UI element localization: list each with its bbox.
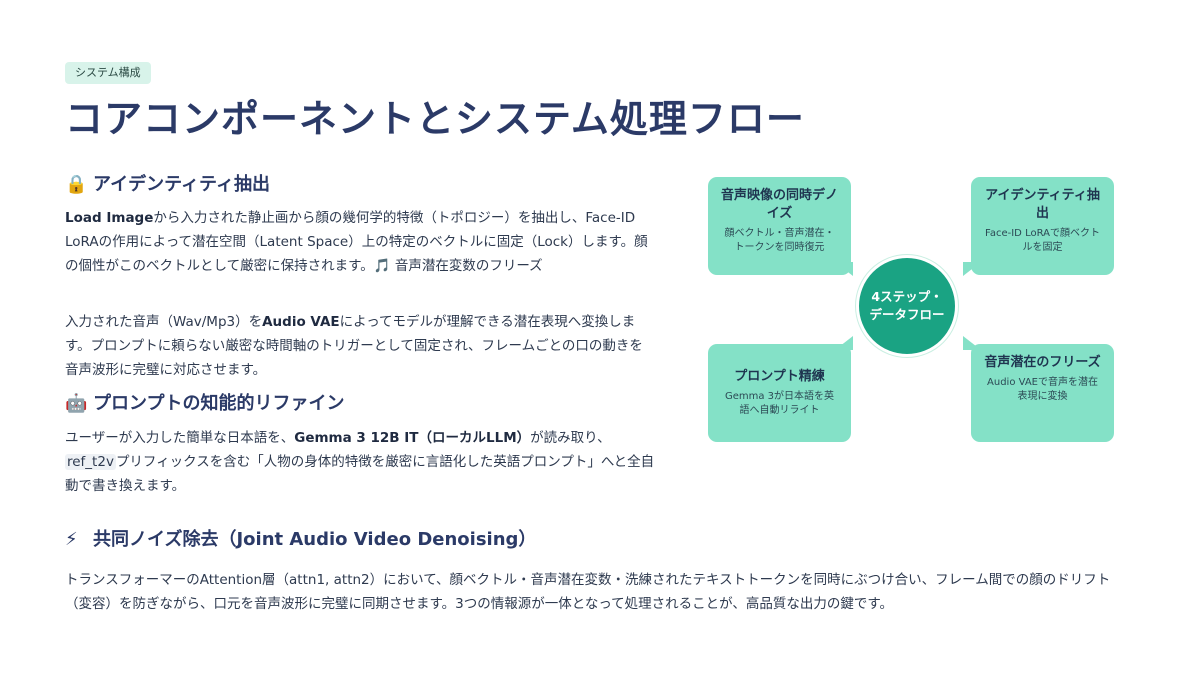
identity-heading-text: アイデンティティ抽出 — [93, 174, 270, 195]
prompt-text-3: プリフィックスを含む「人物の身体的特徴を厳密に言語化した英語プロンプト」へと全自… — [65, 454, 655, 494]
denoise-heading-text: 共同ノイズ除去（Joint Audio Video Denoising） — [93, 529, 537, 550]
node-identity-desc: Face-ID LoRAで顔ベクトルを固定 — [985, 228, 1100, 253]
node-prompt: プロンプト精練 Gemma 3が日本語を英語へ自動リライト — [708, 344, 851, 442]
prompt-paragraph: ユーザーが入力した簡単な日本語を、Gemma 3 12B IT（ローカルLLM）… — [65, 426, 655, 498]
lightning-icon: ⚡ — [65, 529, 78, 550]
denoise-paragraph: トランスフォーマーのAttention層（attn1, attn2）において、顔… — [65, 572, 1111, 612]
lock-icon: 🔒 — [65, 174, 88, 195]
node-denoise: 音声映像の同時デノイズ 顔ベクトル・音声潜在・トークンを同時復元 — [708, 177, 851, 275]
node-audio-tail — [963, 336, 981, 350]
section-tag: システム構成 — [65, 62, 151, 84]
prompt-bold-gemma: Gemma 3 12B IT（ローカルLLM） — [294, 430, 531, 446]
identity-text: から入力された静止画から顔の幾何学的特徴（トポロジー）を抽出し、Face-ID … — [65, 210, 648, 274]
audio-bold-vae: Audio VAE — [262, 314, 340, 330]
node-identity: アイデンティティ抽出 Face-ID LoRAで顔ベクトルを固定 — [971, 177, 1114, 275]
flow-hub-label: 4ステップ・データフロー — [869, 289, 945, 322]
node-denoise-tail — [835, 262, 853, 276]
identity-heading: 🔒アイデンティティ抽出 — [65, 170, 270, 196]
node-denoise-desc: 顔ベクトル・音声潜在・トークンを同時復元 — [724, 228, 835, 253]
audio-paragraph: 入力された音声（Wav/Mp3）をAudio VAEによってモデルが理解できる潜… — [65, 310, 655, 382]
audio-text-2: によってモデルが理解できる潜在表現へ変換します。プロンプトに頼らない厳密な時間軸… — [65, 314, 643, 378]
prompt-heading-text: プロンプトの知能的リファイン — [93, 393, 345, 414]
node-audio-desc: Audio VAEで音声を潜在表現に変換 — [987, 377, 1098, 402]
prompt-text-1: ユーザーが入力した簡単な日本語を、 — [65, 430, 295, 446]
identity-bold-load-image: Load Image — [65, 210, 154, 226]
prompt-code-ref: ref_t2v — [65, 454, 116, 470]
prompt-heading: 🤖プロンプトの知能的リファイン — [65, 389, 344, 415]
audio-text-1: 入力された音声（Wav/Mp3）を — [65, 314, 263, 330]
node-prompt-desc: Gemma 3が日本語を英語へ自動リライト — [724, 391, 835, 416]
flow-hub: 4ステップ・データフロー — [856, 255, 958, 357]
node-audio-title: 音声潜在のフリーズ — [984, 355, 1101, 370]
node-identity-tail — [963, 262, 981, 276]
node-audio: 音声潜在のフリーズ Audio VAEで音声を潜在表現に変換 — [971, 344, 1114, 442]
identity-paragraph: Load Imageから入力された静止画から顔の幾何学的特徴（トポロジー）を抽出… — [65, 206, 655, 278]
node-prompt-tail — [835, 336, 853, 350]
node-prompt-title: プロンプト精練 — [734, 369, 825, 384]
prompt-text-2: が読み取り、 — [530, 430, 611, 446]
page-title: コアコンポーネントとシステム処理フロー — [65, 97, 805, 141]
node-denoise-title: 音声映像の同時デノイズ — [720, 188, 838, 221]
node-identity-title: アイデンティティ抽出 — [985, 188, 1100, 221]
denoise-heading: ⚡ 共同ノイズ除去（Joint Audio Video Denoising） — [65, 525, 536, 551]
robot-icon: 🤖 — [65, 393, 88, 414]
